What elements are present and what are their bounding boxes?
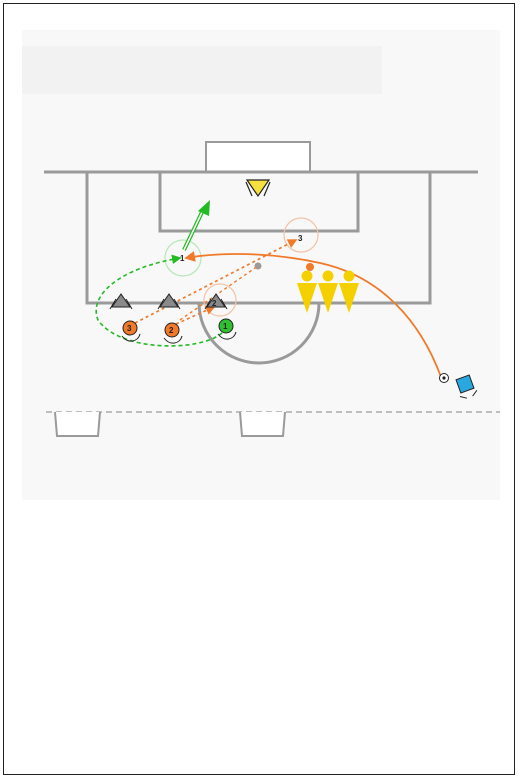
shooter-1-marker — [217, 318, 237, 340]
goal — [205, 141, 311, 173]
attacker-label-3: 3 — [127, 324, 132, 333]
target-label-1: 1 — [180, 254, 185, 263]
field-title-band — [22, 46, 382, 94]
mini-goal-left — [54, 411, 101, 437]
run-line-2-long — [179, 265, 259, 321]
pass-contact-point — [306, 263, 314, 271]
coach-icon — [455, 374, 478, 399]
shooter-run-line — [95, 254, 223, 347]
shot-arrow-inner — [183, 207, 205, 251]
defender-icon — [157, 293, 181, 310]
penalty-arc — [197, 302, 321, 365]
shooter-label-1: 1 — [223, 322, 228, 331]
target-zone-1 — [164, 239, 202, 277]
mannequin-2 — [318, 270, 338, 313]
soccer-ball-icon — [439, 373, 449, 383]
attacker-label-2: 2 — [169, 326, 174, 335]
mini-goal-right — [239, 411, 286, 437]
attacker-3-marker — [121, 320, 141, 342]
target-zone-defender-2 — [203, 283, 237, 317]
run-line-2 — [175, 305, 216, 325]
shot-arrow-head — [198, 200, 210, 216]
defender-label-2: 2 — [212, 299, 217, 308]
defender-icon — [204, 293, 228, 310]
six-yard-box — [158, 172, 360, 233]
cross-pass-line — [184, 251, 442, 378]
mannequin-1 — [297, 270, 317, 313]
goalkeeper-icon — [245, 179, 271, 198]
target-zone-3 — [283, 217, 319, 253]
run-line-3 — [134, 239, 298, 324]
target-label-3: 3 — [298, 234, 303, 243]
attacker-2-marker — [163, 322, 183, 344]
defender-icon — [109, 293, 133, 310]
penalty-area — [85, 172, 432, 305]
mannequin-3 — [339, 270, 359, 313]
